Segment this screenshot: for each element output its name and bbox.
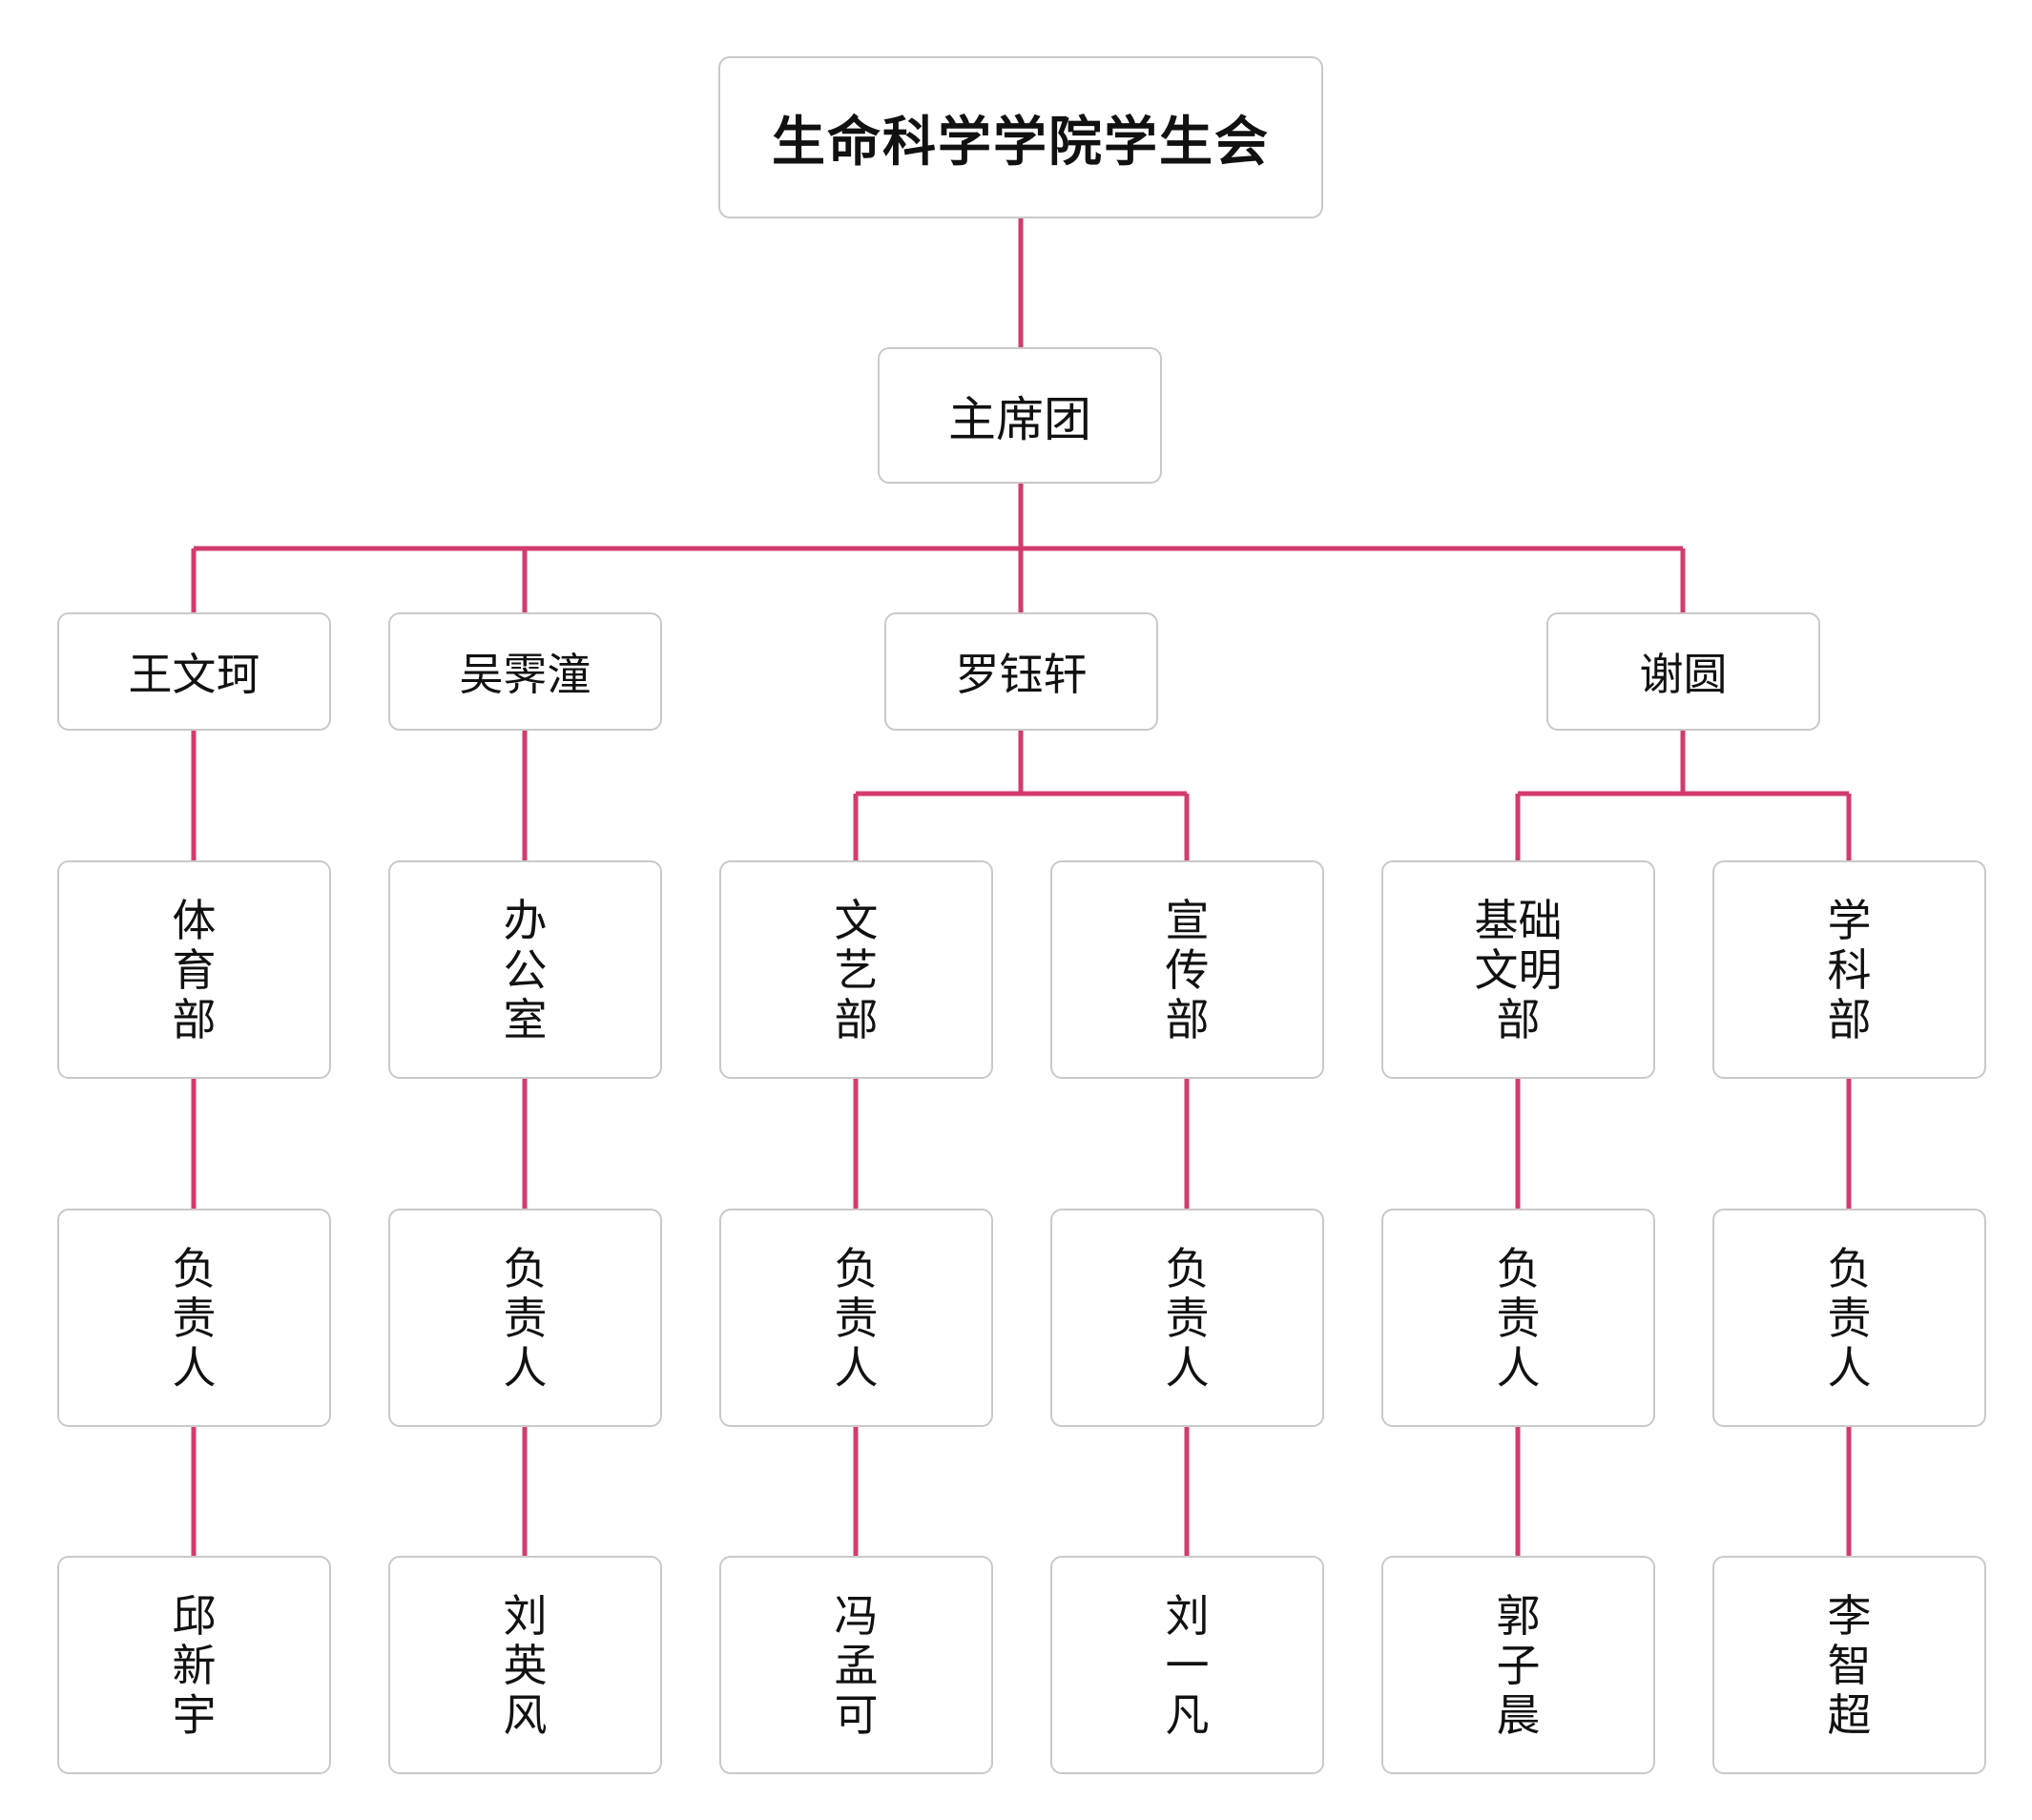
role-label: 负 责 人 [1165, 1242, 1210, 1394]
root-node: 生命科学学院学生会 [718, 56, 1323, 218]
department-node-4: 宣 传 部 [1050, 860, 1324, 1079]
person-name: 刘 英 风 [503, 1589, 548, 1741]
department-node-2: 办 公 室 [388, 860, 662, 1079]
role-node-5: 负 责 人 [1381, 1209, 1655, 1427]
department-node-5: 基础 文明 部 [1381, 860, 1655, 1079]
department-node-1: 体 育 部 [57, 860, 331, 1079]
person-node-2: 刘 英 风 [388, 1556, 662, 1774]
leader-node-1: 王文珂 [57, 612, 331, 731]
role-label: 负 责 人 [1827, 1242, 1872, 1394]
person-name: 郭 子 晨 [1496, 1589, 1541, 1741]
role-label: 负 责 人 [1496, 1242, 1541, 1394]
person-node-3: 冯 孟 可 [719, 1556, 993, 1774]
person-node-4: 刘 一 凡 [1050, 1556, 1324, 1774]
department-label: 办 公 室 [503, 894, 548, 1045]
role-label: 负 责 人 [503, 1242, 548, 1394]
person-node-1: 邱 新 宇 [57, 1556, 331, 1774]
department-label: 学 科 部 [1827, 894, 1872, 1045]
root-label: 生命科学学院学生会 [772, 111, 1270, 174]
leader-node-4: 谢圆 [1546, 612, 1820, 731]
presidium-label: 主席团 [948, 391, 1091, 447]
role-node-3: 负 责 人 [719, 1209, 993, 1427]
role-node-4: 负 责 人 [1050, 1209, 1324, 1427]
leader-name: 王文珂 [128, 649, 260, 700]
role-node-2: 负 责 人 [388, 1209, 662, 1427]
leader-name: 谢圆 [1639, 649, 1728, 700]
role-label: 负 责 人 [172, 1242, 217, 1394]
person-name: 冯 孟 可 [834, 1589, 879, 1741]
department-label: 宣 传 部 [1165, 894, 1210, 1045]
department-label: 体 育 部 [172, 894, 217, 1045]
department-node-6: 学 科 部 [1712, 860, 1986, 1079]
person-name: 邱 新 宇 [172, 1589, 217, 1741]
department-label: 基础 文明 部 [1474, 894, 1563, 1045]
role-node-1: 负 责 人 [57, 1209, 331, 1427]
leader-node-2: 吴霁潼 [388, 612, 662, 731]
leader-node-3: 罗钰轩 [884, 612, 1158, 731]
person-name: 李 智 超 [1827, 1589, 1872, 1741]
person-node-5: 郭 子 晨 [1381, 1556, 1655, 1774]
role-node-6: 负 责 人 [1712, 1209, 1986, 1427]
person-node-6: 李 智 超 [1712, 1556, 1986, 1774]
department-node-3: 文 艺 部 [719, 860, 993, 1079]
role-label: 负 责 人 [834, 1242, 879, 1394]
leader-name: 罗钰轩 [955, 649, 1088, 700]
department-label: 文 艺 部 [834, 894, 879, 1045]
leader-name: 吴霁潼 [459, 649, 591, 700]
presidium-node: 主席团 [878, 347, 1162, 484]
person-name: 刘 一 凡 [1165, 1589, 1210, 1741]
